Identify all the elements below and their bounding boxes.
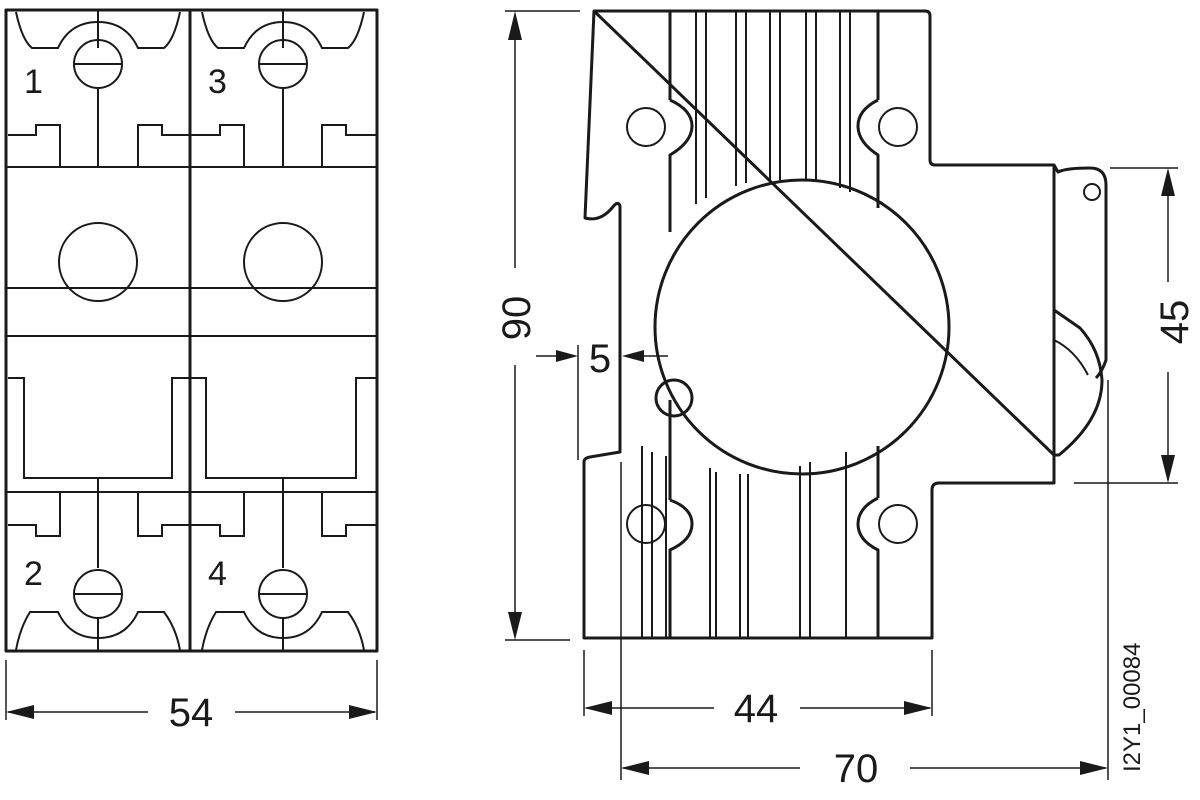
side-view: 90 5 44 70 [495,9,1197,791]
indicator-window-left [58,222,138,302]
terminal-label-4: 4 [208,555,227,593]
depth-inner-dimension-label: 44 [734,687,779,731]
lever-height-dimension-label: 45 [1153,300,1197,345]
dimension-height: 90 [495,10,580,641]
din-rail-clip-circle [653,178,951,476]
dimension-offset: 5 [536,337,668,460]
dimension-width: 54 [5,660,378,735]
terminal-bottom-right [190,478,376,651]
dimension-depth-inner: 44 [583,650,933,731]
terminal-label-3: 3 [208,63,227,101]
dimension-depth-total: 70 [620,380,1109,791]
depth-total-dimension-label: 70 [834,747,879,791]
terminal-label-1: 1 [24,63,43,101]
height-dimension-label: 90 [495,296,539,341]
terminal-top-right [190,10,376,167]
terminal-top-left [8,10,190,167]
drawing-id: I2Y1_00084 [1119,643,1146,772]
indicator-window-right [243,222,323,302]
dimension-lever-height: 45 [1074,167,1197,484]
offset-dimension-label: 5 [589,337,611,381]
front-view: 1 3 2 4 54 [4,8,379,735]
terminal-bottom-left [8,478,190,651]
terminal-label-2: 2 [24,555,43,593]
width-dimension-label: 54 [169,691,214,735]
